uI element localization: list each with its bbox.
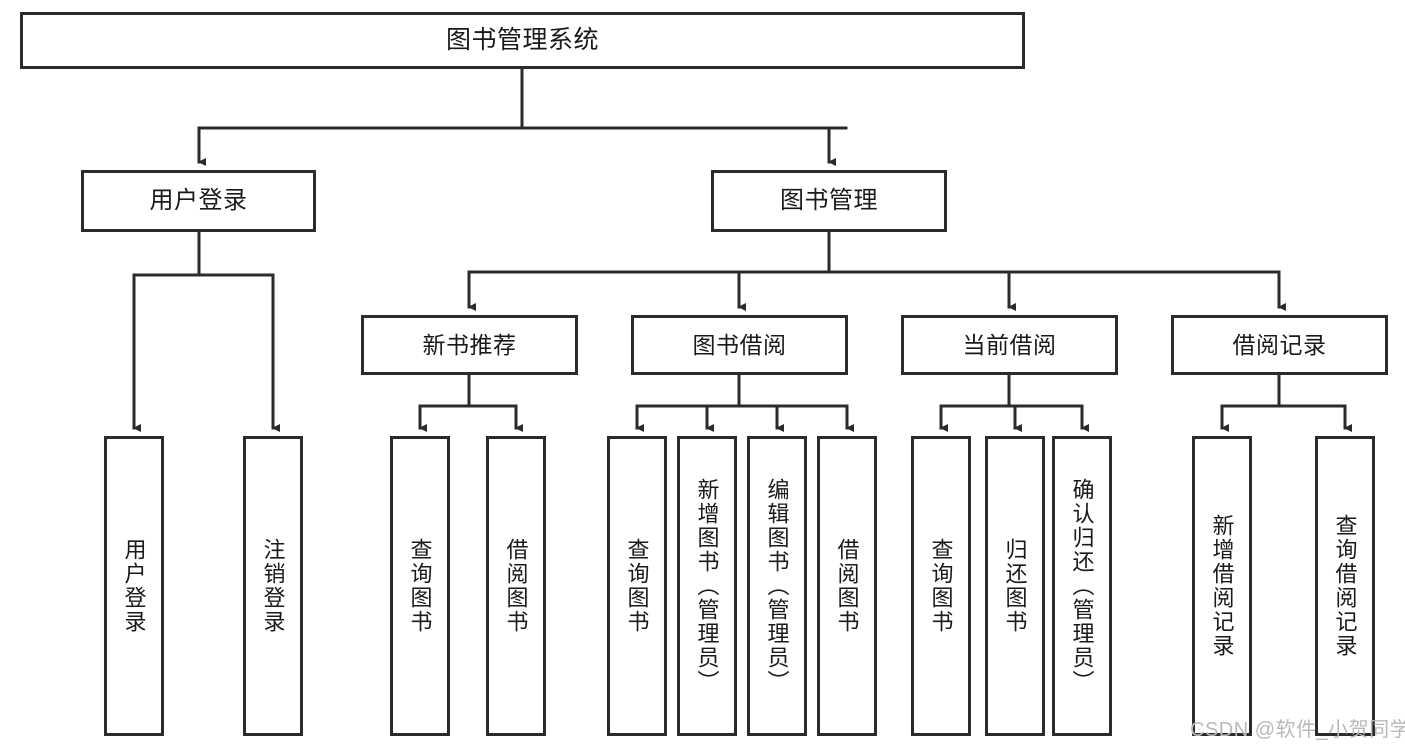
node-leaf-confirm-return[interactable]: 确认归还（管理员） <box>1052 436 1112 736</box>
node-leaf-query-book-2-label: 查询图书 <box>624 538 650 634</box>
node-book-manage[interactable]: 图书管理 <box>711 170 947 232</box>
node-borrow-record-label: 借阅记录 <box>1232 331 1327 358</box>
node-leaf-query-book-3[interactable]: 查询图书 <box>911 436 971 736</box>
node-leaf-edit-book-label: 编辑图书（管理员） <box>764 478 790 694</box>
node-current-borrow-label: 当前借阅 <box>962 331 1057 358</box>
node-new-book-rec[interactable]: 新书推荐 <box>361 315 578 375</box>
node-leaf-edit-book[interactable]: 编辑图书（管理员） <box>747 436 807 736</box>
node-leaf-query-record-label: 查询借阅记录 <box>1332 514 1358 658</box>
node-leaf-query-book-1-label: 查询图书 <box>407 538 433 634</box>
node-new-book-rec-label: 新书推荐 <box>422 331 517 358</box>
node-leaf-user-logout[interactable]: 注销登录 <box>243 436 303 736</box>
node-leaf-user-login[interactable]: 用户登录 <box>104 436 164 736</box>
node-leaf-query-record[interactable]: 查询借阅记录 <box>1315 436 1375 736</box>
node-root-label: 图书管理系统 <box>445 25 599 54</box>
node-leaf-query-book-1[interactable]: 查询图书 <box>390 436 450 736</box>
node-leaf-borrow-book-2[interactable]: 借阅图书 <box>817 436 877 736</box>
node-leaf-add-book-label: 新增图书（管理员） <box>694 478 720 694</box>
node-leaf-return-book-label: 归还图书 <box>1002 538 1028 634</box>
node-leaf-query-book-2[interactable]: 查询图书 <box>607 436 667 736</box>
node-leaf-confirm-return-label: 确认归还（管理员） <box>1069 478 1095 694</box>
node-book-manage-label: 图书管理 <box>780 187 878 214</box>
node-user-login[interactable]: 用户登录 <box>81 170 316 232</box>
node-root[interactable]: 图书管理系统 <box>20 12 1025 69</box>
node-book-borrow-label: 图书借阅 <box>692 331 787 358</box>
node-leaf-add-record-label: 新增借阅记录 <box>1209 514 1235 658</box>
node-book-borrow[interactable]: 图书借阅 <box>631 315 848 375</box>
node-borrow-record[interactable]: 借阅记录 <box>1171 315 1388 375</box>
node-leaf-return-book[interactable]: 归还图书 <box>985 436 1045 736</box>
node-leaf-add-record[interactable]: 新增借阅记录 <box>1192 436 1252 736</box>
node-leaf-add-book[interactable]: 新增图书（管理员） <box>677 436 737 736</box>
node-leaf-borrow-book-1[interactable]: 借阅图书 <box>486 436 546 736</box>
node-leaf-borrow-book-1-label: 借阅图书 <box>503 538 529 634</box>
csdn-watermark: CSDN @软件_小贺同学 <box>1190 719 1405 741</box>
node-user-login-label: 用户登录 <box>149 187 248 214</box>
node-leaf-borrow-book-2-label: 借阅图书 <box>834 538 860 634</box>
node-leaf-query-book-3-label: 查询图书 <box>928 538 954 634</box>
node-current-borrow[interactable]: 当前借阅 <box>901 315 1118 375</box>
node-leaf-user-logout-label: 注销登录 <box>260 538 286 634</box>
node-leaf-user-login-label: 用户登录 <box>121 538 147 634</box>
